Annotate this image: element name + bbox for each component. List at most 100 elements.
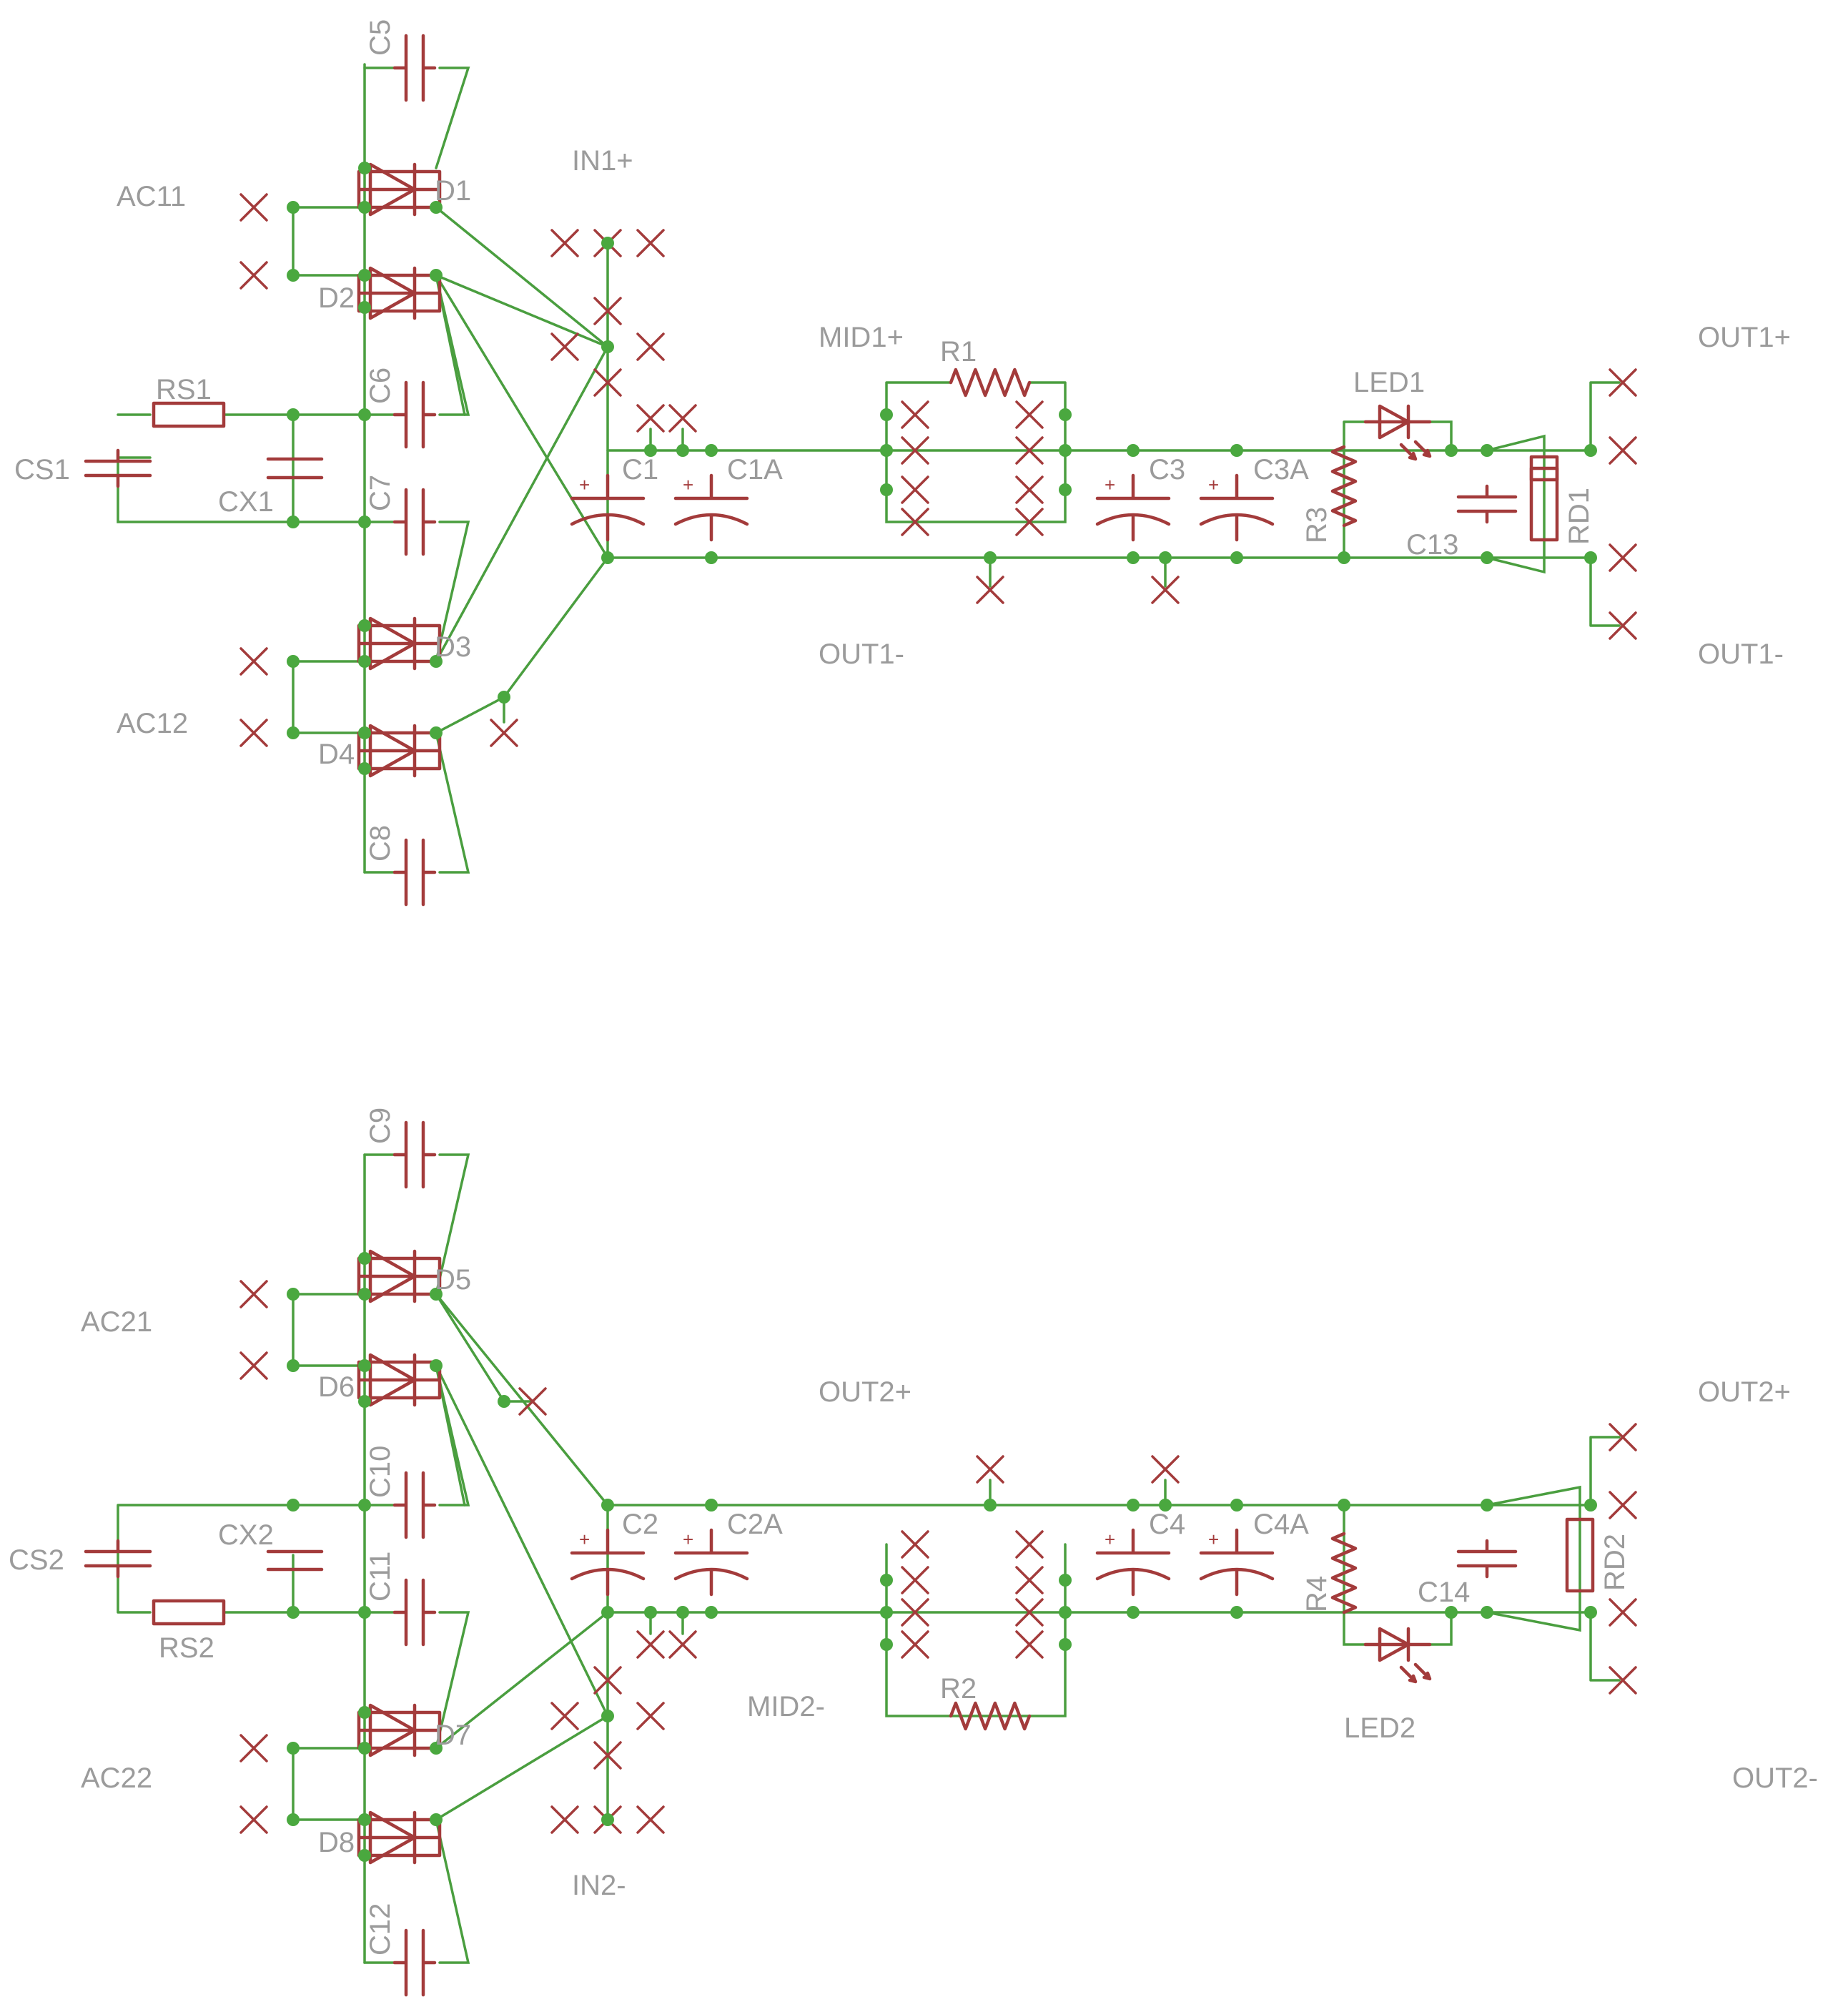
label-c1: C1 [622,454,658,485]
label-out1p: OUT1+ [1698,322,1791,353]
pad-49 [1015,1630,1044,1659]
label-c7: C7 [365,475,396,511]
label-c2a: C2A [727,1509,783,1540]
junction-dot-12 [358,726,371,739]
pad-15 [901,436,929,465]
pad-27 [1609,611,1637,640]
label-c2: C2 [622,1509,658,1540]
label-r2: R2 [940,1673,977,1705]
junction-dot-48 [358,1252,371,1265]
junction-dot-30 [880,483,893,496]
label-ac11: AC11 [117,181,186,212]
pad-26 [1609,543,1637,572]
junction-dot-8 [358,408,371,421]
pad-8 [636,332,665,361]
junction-dot-26 [705,551,718,564]
pad-12 [668,404,697,433]
junction-dot-70 [601,1813,614,1826]
capacitor-c3a-plus-sign: + [1208,474,1219,495]
label-led1: LED1 [1353,367,1425,398]
junction-dot-89 [1481,1499,1493,1512]
junction-dot-86 [1230,1606,1243,1619]
capacitor-cx2 [266,1549,324,1572]
diode-d8 [357,1810,442,1865]
capacitor-c4a [1199,1528,1275,1597]
junction-dot-84 [1159,1499,1172,1512]
label-r3: R3 [1301,507,1333,543]
junction-dot-53 [287,1606,300,1619]
label-c3: C3 [1149,454,1185,485]
label-out2p-mid: OUT2+ [819,1376,911,1408]
pad-37 [550,1805,579,1834]
junction-dot-10 [358,619,371,632]
label-c9: C9 [365,1108,396,1144]
label-out2p-right: OUT2+ [1698,1376,1791,1408]
capacitor-c11 [392,1578,437,1647]
junction-dot-1 [287,269,300,282]
diode-d4 [357,724,442,778]
pad-46 [1015,1530,1044,1559]
pad-0 [239,193,268,222]
junction-dot-42 [1481,444,1493,457]
junction-dot-21 [601,340,614,353]
junction-dot-68 [601,1606,614,1619]
capacitor-c3-plus-sign: + [1105,474,1115,495]
junction-dot-88 [1445,1606,1458,1619]
label-led2: LED2 [1344,1712,1415,1744]
resistor-r4 [1330,1532,1358,1614]
pad-20 [1015,475,1044,504]
junction-dot-20 [601,237,614,250]
junction-dot-76 [880,1606,893,1619]
capacitor-cs1 [84,448,152,488]
label-cx1: CX1 [218,486,274,518]
junction-dot-87 [1338,1499,1350,1512]
capacitor-c10 [392,1471,437,1539]
junction-dot-38 [1230,444,1243,457]
junction-dot-72 [676,1606,689,1619]
label-out1m-right: OUT1- [1698,638,1784,670]
capacitor-c2a [673,1528,749,1597]
label-c8: C8 [365,825,396,862]
junction-dot-81 [984,1499,997,1512]
pad-4 [550,229,579,257]
capacitor-c5 [392,34,437,102]
junction-dot-43 [1481,551,1493,564]
junction-dot-28 [880,408,893,421]
junction-dot-2 [358,162,371,174]
capacitor-c1 [570,473,646,542]
junction-dot-0 [287,201,300,214]
capacitor-c13 [1456,484,1518,524]
label-rd2: RD2 [1599,1534,1631,1591]
junction-dot-60 [287,1742,300,1755]
capacitor-c1a-plus-sign: + [683,474,693,495]
junction-dot-58 [358,1813,371,1826]
capacitor-c4a-plus-sign: + [1208,1529,1219,1550]
resistor-rs2 [152,1599,226,1626]
capacitor-c7 [392,488,437,556]
resistor-r1 [949,368,1032,398]
junction-dot-51 [358,1395,371,1408]
pad-51 [1151,1455,1180,1484]
junction-dot-49 [358,1288,371,1301]
junction-dot-55 [358,1606,371,1619]
pad-24 [1609,368,1637,397]
junction-dot-64 [430,1742,443,1755]
junction-dot-35 [1127,444,1140,457]
junction-dot-36 [1127,551,1140,564]
junction-dot-54 [358,1499,371,1512]
pad-45 [901,1630,929,1659]
junction-dot-78 [1059,1574,1072,1587]
capacitor-c3a [1199,473,1275,542]
label-c11: C11 [365,1552,396,1602]
junction-dot-82 [1127,1499,1140,1512]
junction-dot-45 [1584,551,1597,564]
pad-19 [1015,436,1044,465]
junction-dot-27 [498,691,510,704]
label-d3: D3 [435,631,471,663]
capacitor-c9 [392,1120,437,1189]
pad-48 [1015,1598,1044,1627]
label-c10: C10 [365,1446,396,1498]
led-led1 [1363,404,1432,440]
led-led2-rays [1399,1662,1432,1684]
